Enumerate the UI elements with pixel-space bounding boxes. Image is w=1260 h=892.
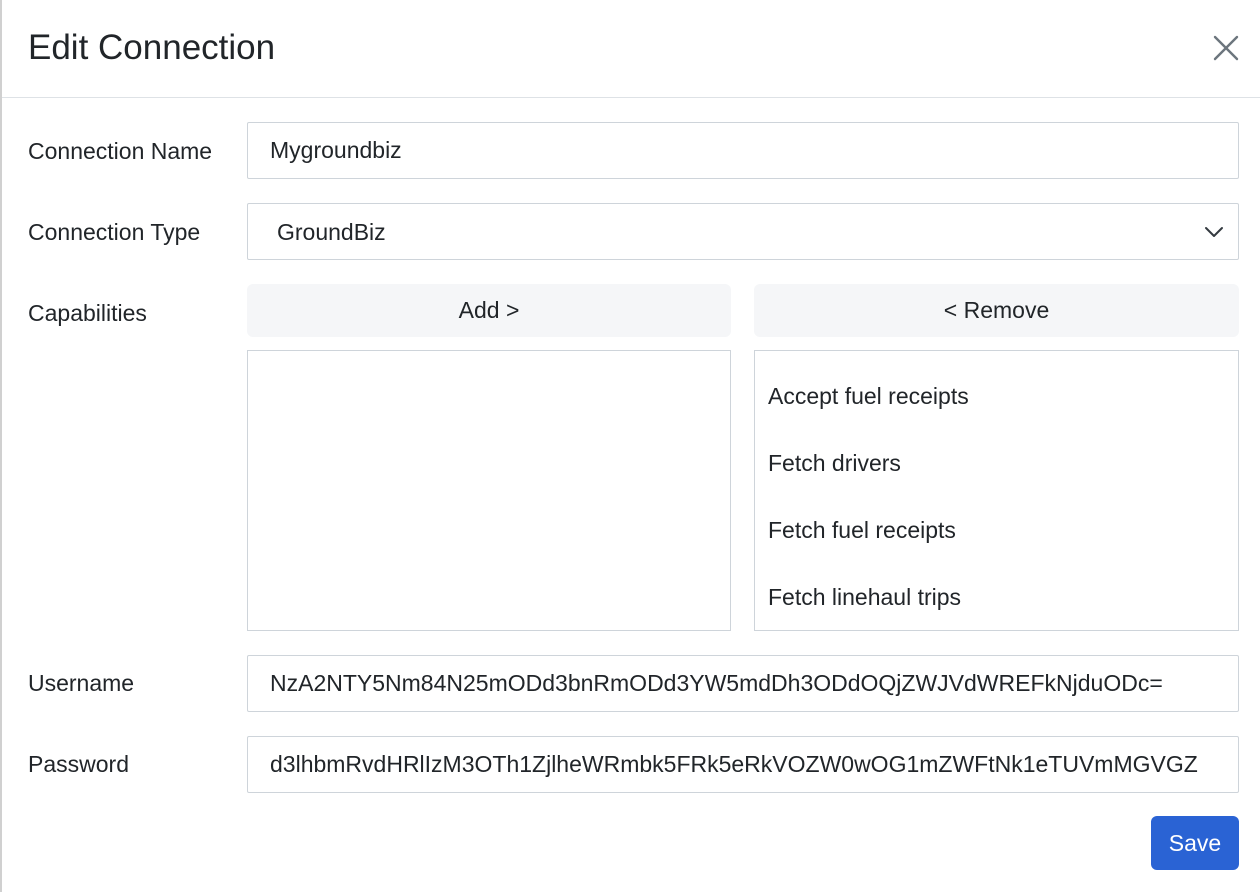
dialog-header: Edit Connection <box>2 0 1260 98</box>
username-input[interactable] <box>247 655 1239 712</box>
list-item[interactable]: Accept fuel receipts <box>768 383 969 409</box>
connection-name-input[interactable] <box>247 122 1239 179</box>
list-item[interactable]: Fetch drivers <box>768 450 901 476</box>
password-label: Password <box>28 751 129 777</box>
save-button[interactable]: Save <box>1151 816 1239 870</box>
chevron-down-icon <box>1202 220 1226 244</box>
dialog-title: Edit Connection <box>28 28 276 67</box>
connection-type-label: Connection Type <box>28 219 201 245</box>
close-button[interactable] <box>1208 30 1244 66</box>
available-capabilities-list[interactable] <box>247 350 731 631</box>
add-capability-button[interactable]: Add > <box>247 284 731 337</box>
selected-capabilities-list[interactable]: Accept fuel receipts Fetch drivers Fetch… <box>754 350 1239 631</box>
username-label: Username <box>28 670 135 696</box>
list-item[interactable]: Fetch linehaul trips <box>768 584 962 610</box>
close-icon <box>1213 35 1239 61</box>
connection-type-value: GroundBiz <box>277 219 386 245</box>
capabilities-label: Capabilities <box>28 300 147 326</box>
password-input[interactable] <box>247 736 1239 793</box>
connection-type-select[interactable]: GroundBiz <box>247 203 1239 260</box>
remove-capability-button[interactable]: < Remove <box>754 284 1239 337</box>
list-item[interactable]: Fetch fuel receipts <box>768 517 956 543</box>
connection-name-label: Connection Name <box>28 138 213 164</box>
